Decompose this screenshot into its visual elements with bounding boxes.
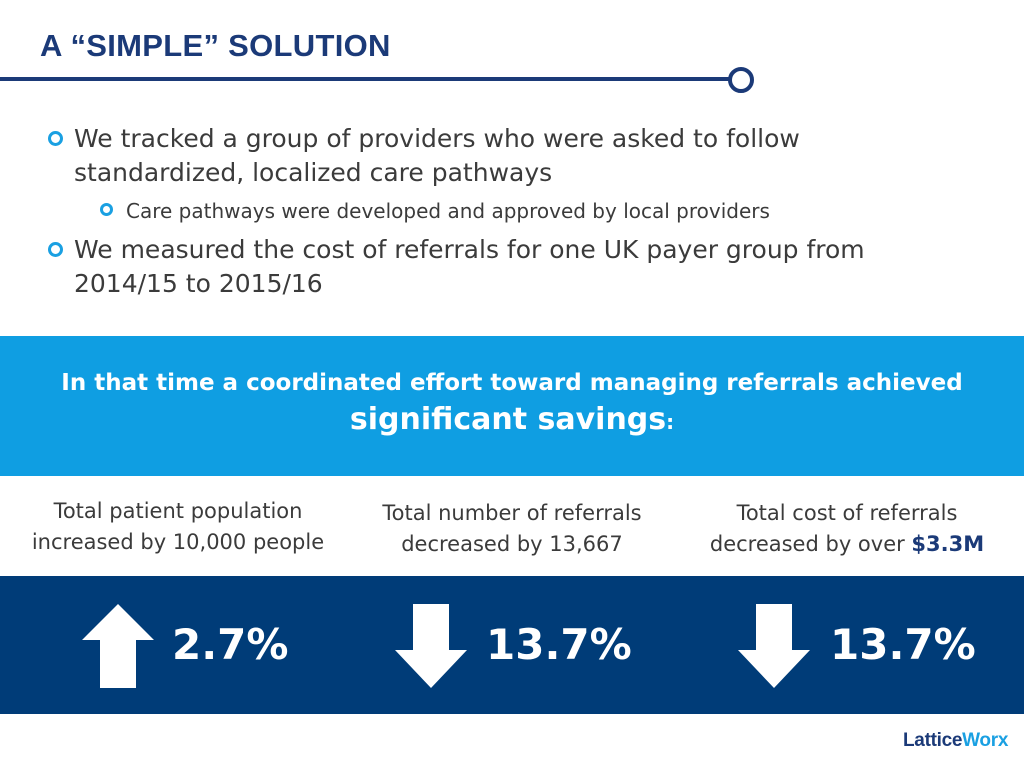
bullet-item: We tracked a group of providers who were… [48, 122, 948, 190]
stat-line-text: decreased by over [709, 532, 912, 556]
stat-line-text: decreased by 13,667 [401, 532, 623, 556]
ring-bullet-icon [48, 242, 63, 257]
stat-value-cost: 13.7% [830, 620, 976, 669]
stat-line: decreased by over $3.3M [690, 529, 1004, 560]
highlight-band: In that time a coordinated effort toward… [0, 336, 1024, 476]
stat-value-referrals: 13.7% [486, 620, 632, 669]
bullet-text: We tracked a group of providers who were… [74, 124, 800, 187]
band-emphasis-text: significant savings [349, 402, 667, 437]
stat-line-bold: $3.3M [911, 532, 985, 556]
stat-descriptions: Total patient population increased by 10… [0, 476, 1024, 576]
bullet-list: We tracked a group of providers who were… [48, 122, 948, 307]
band-colon: : [666, 410, 675, 434]
stat-line: increased by 10,000 people [18, 527, 338, 558]
stat-description-population: Total patient population increased by 10… [18, 496, 338, 558]
stat-line-text: increased by 10,000 people [31, 530, 325, 554]
stat-value-population: 2.7% [172, 620, 289, 669]
stat-line: Total number of referrals [382, 501, 642, 525]
sub-bullet-item: Care pathways were developed and approve… [48, 196, 948, 226]
stat-line: Total patient population [53, 499, 303, 523]
band-text: In that time a coordinated effort toward… [61, 370, 963, 396]
stat-values-band: 2.7% 13.7% 13.7% [0, 576, 1024, 714]
ring-bullet-icon [100, 203, 113, 216]
stat-description-cost: Total cost of referrals decreased by ove… [690, 498, 1004, 560]
bullet-text: Care pathways were developed and approve… [126, 199, 770, 223]
stat-line: decreased by 13,667 [362, 529, 662, 560]
slide-title: A “SIMPLE” SOLUTION [40, 28, 391, 63]
arrow-down-icon [395, 604, 467, 688]
logo-part2: Worx [962, 730, 1009, 751]
stat-description-referrals: Total number of referrals decreased by 1… [362, 498, 662, 560]
latticeworx-logo: LatticeWorx [903, 730, 1008, 752]
bullet-item: We measured the cost of referrals for on… [48, 233, 948, 301]
stat-line: Total cost of referrals [736, 501, 958, 525]
arrow-down-icon [738, 604, 810, 688]
ring-bullet-icon [48, 131, 63, 146]
title-ring-icon [728, 67, 754, 93]
band-emphasis: significant savings: [0, 402, 1024, 437]
title-underline [0, 77, 736, 81]
bullet-text: We measured the cost of referrals for on… [74, 235, 865, 298]
arrow-up-icon [82, 604, 154, 688]
logo-part1: Lattice [903, 730, 963, 751]
